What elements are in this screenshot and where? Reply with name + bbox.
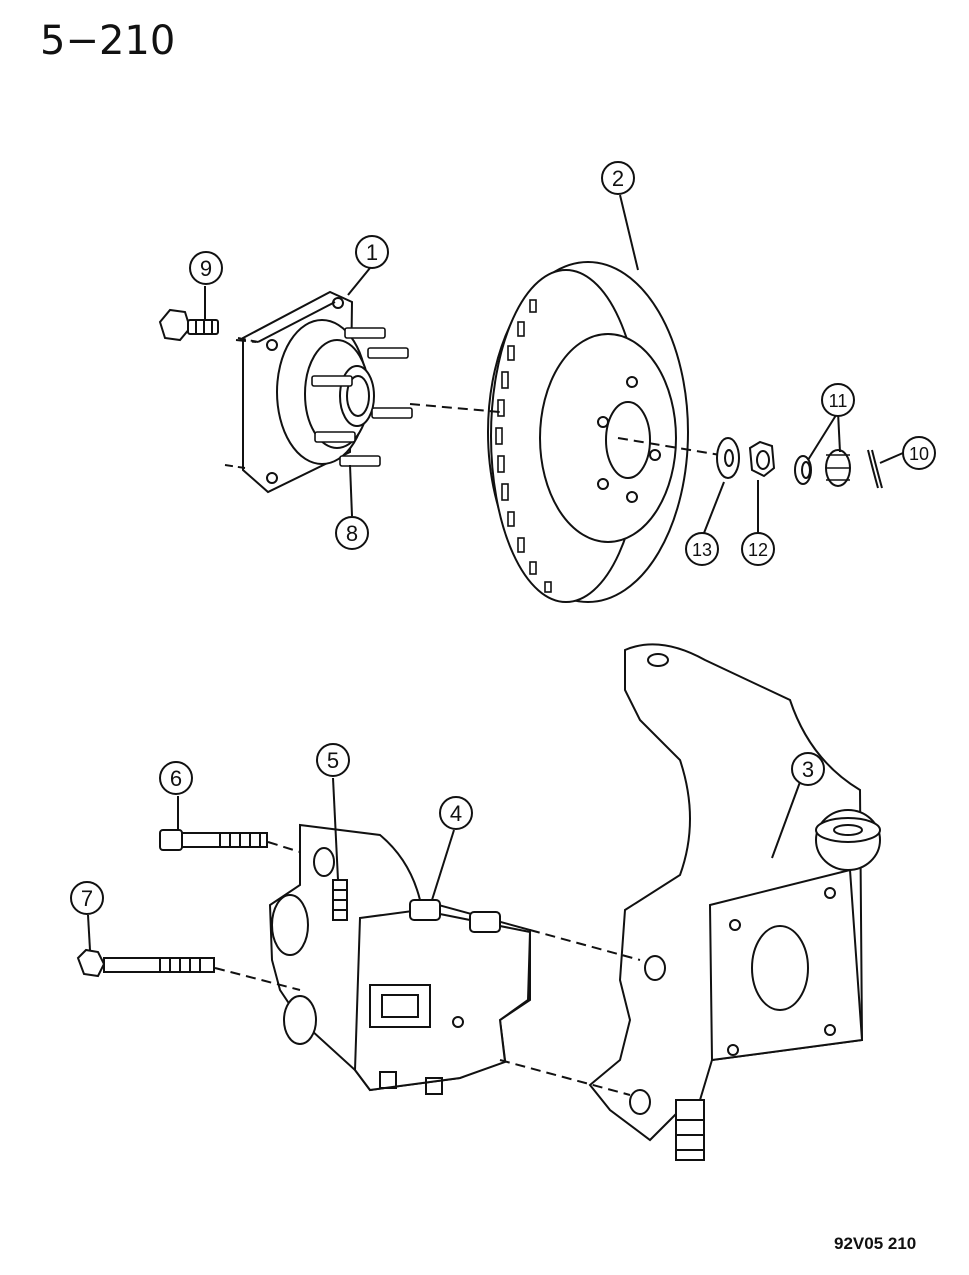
callout-10: 10 [902,436,936,470]
callout-9: 9 [189,251,223,285]
caliper-bolt-6-part [159,829,268,851]
callout-13: 13 [685,532,719,566]
brake-rotor-part [487,261,689,603]
callout-3-label: 3 [802,757,814,782]
callout-2: 2 [601,161,635,195]
callout-4: 4 [439,796,473,830]
callout-10-label: 10 [909,444,929,464]
callout-5-label: 5 [327,748,339,773]
nut-lock-part [794,449,851,487]
callout-9-label: 9 [200,256,212,281]
callout-11-label: 11 [829,391,848,411]
callout-8: 8 [335,516,369,550]
callout-8-label: 8 [346,521,358,546]
page-number: 5−210 [40,18,176,64]
hub-bolt-part [158,308,219,342]
cotter-pin-part [867,449,883,489]
callout-1: 1 [355,235,389,269]
bleeder-screw-part [332,879,348,921]
callout-7-label: 7 [81,886,93,911]
callout-1-label: 1 [366,240,378,265]
callout-13-label: 13 [692,540,712,560]
caliper-part [268,823,532,1095]
callout-5: 5 [316,743,350,777]
callout-2-label: 2 [612,166,624,191]
callout-11: 11 [821,383,855,417]
callout-6: 6 [159,761,193,795]
callout-4-label: 4 [450,801,462,826]
hub-bearing-part [224,290,413,494]
callout-7: 7 [70,881,104,915]
callout-6-label: 6 [170,766,182,791]
washer-part [716,437,740,479]
callout-12: 12 [741,532,775,566]
callout-12-label: 12 [748,540,768,560]
callout-3: 3 [791,752,825,786]
caliper-bolt-7-part [76,948,215,978]
hub-nut-part [748,440,776,478]
figure-code: 92V05 210 [834,1234,917,1253]
steering-knuckle-part [588,643,881,1161]
